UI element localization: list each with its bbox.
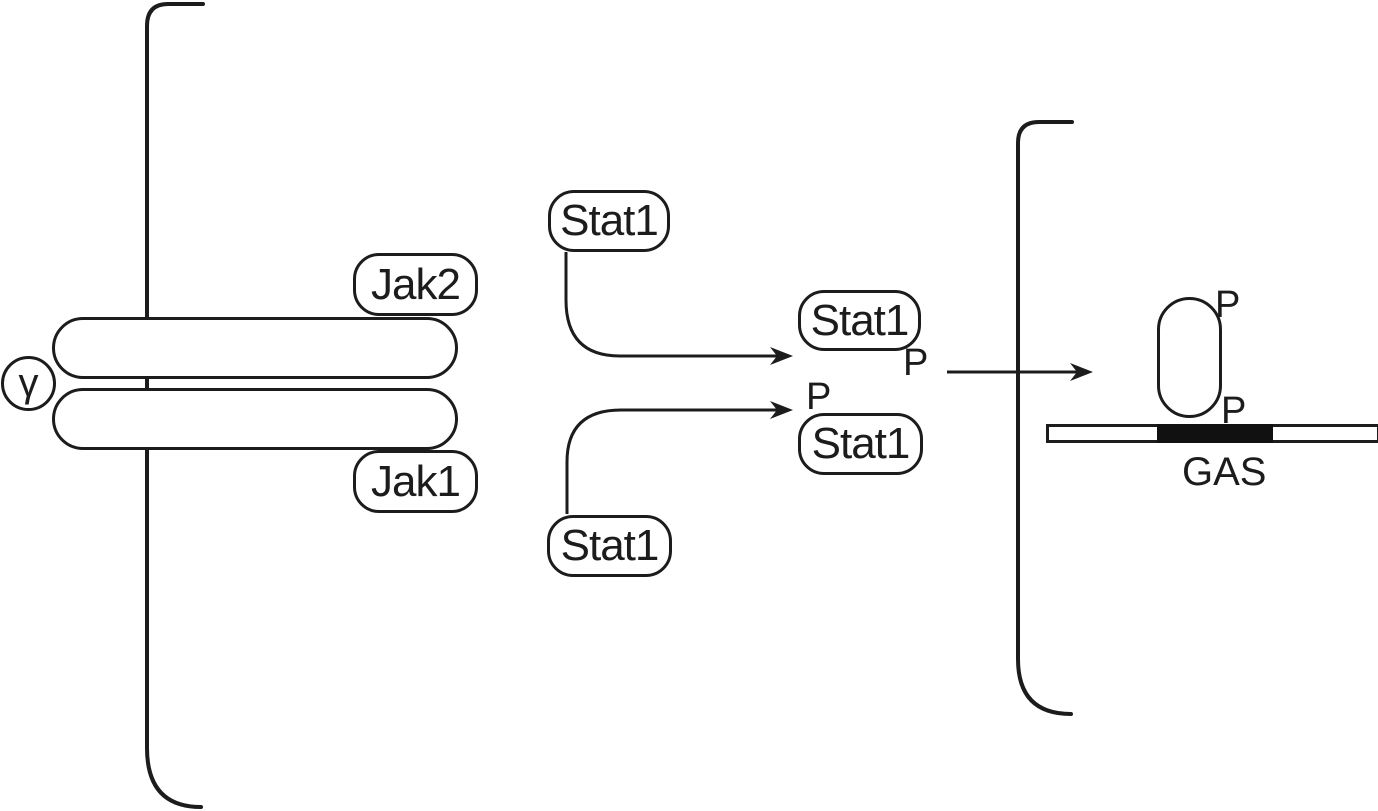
jak2-label: Jak2: [371, 259, 461, 309]
cell-bracket-left: [145, 1, 205, 809]
stat1-dimer-upper-label: Stat1: [810, 295, 910, 345]
jak2-box: Jak2: [353, 253, 478, 316]
stat1-free-top-label: Stat1: [560, 196, 659, 245]
gamma-subunit-badge: γ: [1, 356, 56, 411]
stat1-dimer-lower-label: Stat1: [811, 419, 911, 468]
phospho-label-dimer-lower: P: [806, 376, 832, 418]
jak1-label: Jak1: [371, 456, 461, 506]
stat1-free-top-box: Stat1: [548, 190, 670, 252]
stat1-free-bottom-box: Stat1: [547, 515, 672, 577]
jak1-box: Jak1: [353, 450, 478, 513]
phospho-label-bound-top: P: [1215, 284, 1241, 326]
gamma-subunit-label: γ: [18, 361, 39, 405]
stat1-top-recruitment-arrowhead-icon: [770, 347, 793, 365]
nuclear-translocation-arrowhead-icon: [1070, 363, 1093, 381]
stat1-bottom-recruitment-arrowhead-icon: [770, 401, 793, 419]
phospho-label-bound-bottom: P: [1221, 390, 1247, 432]
gas-site-box: [1157, 424, 1273, 443]
receptor-chain-upper: [52, 317, 458, 379]
stat1-free-bottom-label: Stat1: [560, 521, 660, 570]
stat1-dimer-lower-box: Stat1: [798, 413, 923, 475]
stat1-top-recruitment-arrow: [564, 252, 777, 358]
nucleus-bracket-right: [1016, 120, 1074, 716]
stat1-dimer-upper-box: Stat1: [798, 290, 921, 351]
phospho-label-dimer-upper: P: [903, 342, 929, 384]
gas-site-label: GAS: [1182, 450, 1267, 494]
stat1-bottom-recruitment-arrow: [565, 408, 777, 514]
receptor-chain-lower: [52, 388, 458, 450]
dna-bound-stat1-dimer-capsule: [1157, 297, 1222, 418]
